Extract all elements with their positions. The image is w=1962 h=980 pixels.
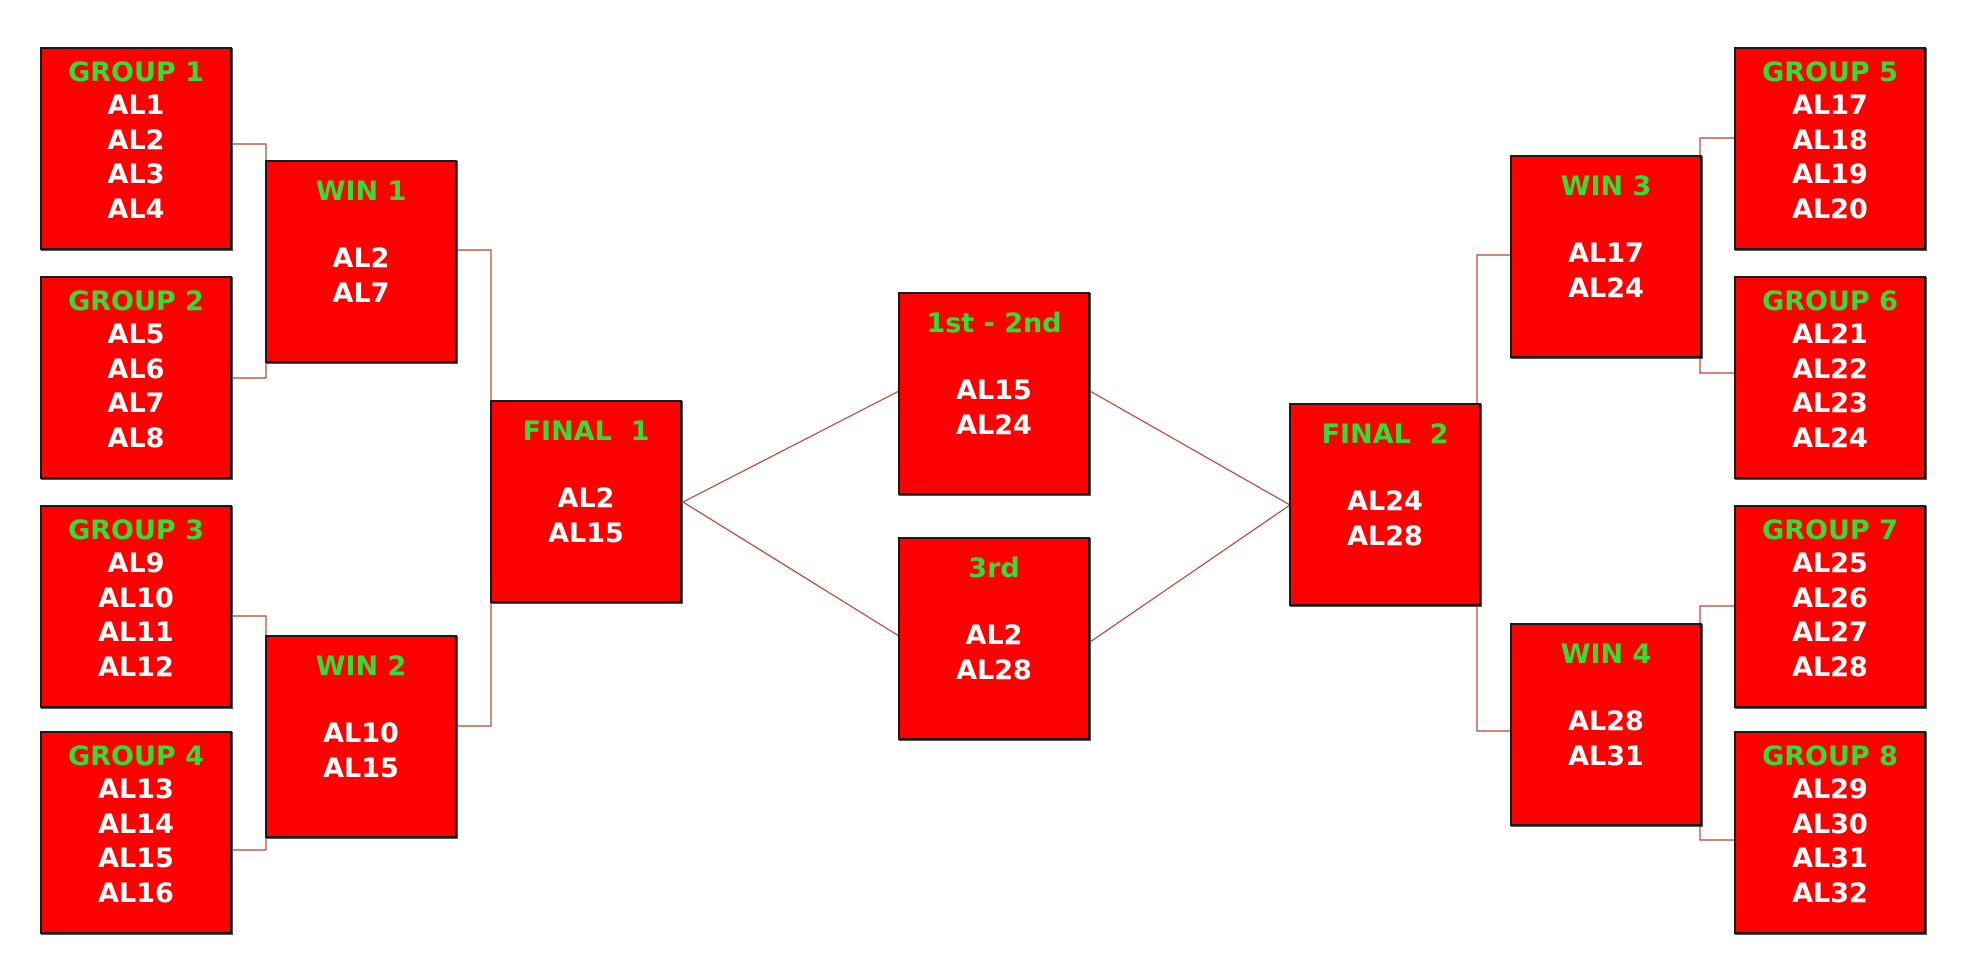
group-entry: AL29 [1792,774,1868,805]
win-entry: AL28 [1568,706,1644,737]
group-entry: AL21 [1792,319,1868,350]
group-title: GROUP 6 [1762,286,1898,317]
win-entry: AL17 [1568,238,1644,269]
group-title: GROUP 5 [1762,57,1898,88]
connector-win3-win4-to-final2 [1476,254,1511,732]
final-entry: AL24 [1347,486,1423,517]
placement-entry: AL24 [956,409,1032,441]
group-box-2: GROUP 2 AL5 AL6 AL7 AL8 [40,276,232,479]
group-entry: AL4 [107,193,165,225]
group-entry: AL16 [98,877,174,909]
final-title: FINAL 2 [1321,419,1449,450]
group-entry: AL14 [98,808,174,840]
group-entry: AL13 [98,774,174,805]
group-entry: AL1 [107,90,165,121]
group-title: GROUP 2 [68,286,204,317]
group-entry: AL7 [107,388,165,419]
group-entry: AL27 [1792,617,1868,648]
connector-group5-group6-to-win3 [1699,137,1734,374]
win-entries: AL10 AL15 [267,717,455,786]
group-box-1: GROUP 1 AL1 AL2 AL3 AL4 [40,47,232,250]
placement-title: 1st - 2nd [926,308,1062,339]
win-box-2: WIN 2 AL10 AL15 [265,635,457,838]
group-entry: AL15 [98,843,174,874]
placement-entries: AL15 AL24 [900,374,1088,443]
connector-group3-group4-to-win2 [232,615,267,851]
group-entry: AL9 [107,548,165,579]
final-title: FINAL 1 [522,416,650,447]
connector-final2-to-first-second [1089,390,1291,506]
final-entry: AL2 [557,483,615,514]
group-entry: AL31 [1792,843,1868,874]
group-box-6: GROUP 6 AL21 AL22 AL23 AL24 [1734,276,1926,479]
group-box-4: GROUP 4 AL13 AL14 AL15 AL16 [40,731,232,934]
placement-entry: AL15 [956,375,1032,406]
group-entry: AL18 [1792,124,1868,156]
group-entry: AL11 [98,617,174,648]
group-entry: AL17 [1792,90,1868,121]
third-place-box: 3rd AL2 AL28 [898,537,1090,740]
connector-final1-to-first-second [682,390,900,503]
group-entry: AL10 [98,582,174,614]
group-entry: AL12 [98,651,174,683]
group-box-8: GROUP 8 AL29 AL30 AL31 AL32 [1734,731,1926,934]
win-box-3: WIN 3 AL17 AL24 [1510,155,1702,358]
win-entry: AL24 [1568,272,1644,304]
win-title: WIN 1 [315,176,407,207]
group-title: GROUP 1 [68,57,204,88]
win-entry: AL10 [323,718,399,749]
group-title: GROUP 8 [1762,741,1898,772]
group-box-7: GROUP 7 AL25 AL26 AL27 AL28 [1734,505,1926,708]
connector-final1-to-third [682,501,900,637]
win-entries: AL28 AL31 [1512,705,1700,774]
placement-title: 3rd [968,553,1020,584]
win-entry: AL31 [1568,740,1644,772]
group-box-5: GROUP 5 AL17 AL18 AL19 AL20 [1734,47,1926,250]
group-entry: AL19 [1792,159,1868,190]
final-box-2: FINAL 2 AL24 AL28 [1289,403,1481,606]
win-entries: AL2 AL7 [267,242,455,311]
connector-win1-win2-to-final1 [457,249,492,727]
win-entries: AL17 AL24 [1512,237,1700,306]
final-entries: AL24 AL28 [1291,485,1479,554]
final-entry: AL15 [548,517,624,549]
group-entry: AL23 [1792,388,1868,419]
connector-group1-group2-to-win1 [232,143,267,379]
group-entry: AL2 [107,124,165,156]
group-title: GROUP 3 [68,515,204,546]
group-entry: AL26 [1792,582,1868,614]
final-box-1: FINAL 1 AL2 AL15 [490,400,682,603]
group-entry: AL28 [1792,651,1868,683]
win-entry: AL15 [323,752,399,784]
placement-entries: AL2 AL28 [900,619,1088,688]
connector-final2-to-third [1089,504,1291,643]
group-title: GROUP 4 [68,741,204,772]
connector-group7-group8-to-win4 [1699,605,1734,841]
win-entry: AL2 [332,243,390,274]
group-entry: AL22 [1792,353,1868,385]
win-box-1: WIN 1 AL2 AL7 [265,160,457,363]
group-entry: AL30 [1792,808,1868,840]
group-entry: AL20 [1792,193,1868,225]
group-entry: AL8 [107,422,165,454]
win-title: WIN 2 [315,651,407,682]
group-box-3: GROUP 3 AL9 AL10 AL11 AL12 [40,505,232,708]
group-entry: AL25 [1792,548,1868,579]
group-entry: AL5 [107,319,165,350]
first-second-place-box: 1st - 2nd AL15 AL24 [898,292,1090,495]
group-title: GROUP 7 [1762,515,1898,546]
placement-entry: AL28 [956,654,1032,686]
win-title: WIN 3 [1560,171,1652,202]
group-entry: AL24 [1792,422,1868,454]
win-box-4: WIN 4 AL28 AL31 [1510,623,1702,826]
group-entry: AL6 [107,353,165,385]
placement-entry: AL2 [965,620,1023,651]
win-title: WIN 4 [1560,639,1652,670]
group-entry: AL32 [1792,877,1868,909]
final-entries: AL2 AL15 [492,482,680,551]
win-entry: AL7 [332,277,390,309]
final-entry: AL28 [1347,520,1423,552]
group-entry: AL3 [107,159,165,190]
